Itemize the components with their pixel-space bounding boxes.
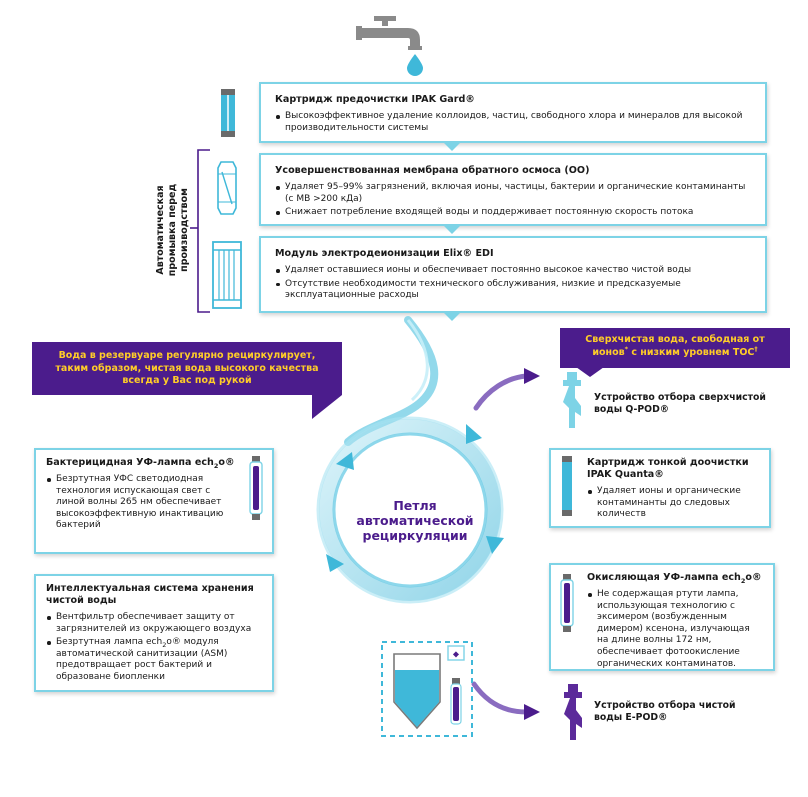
recirculation-loop	[316, 316, 504, 604]
storage-bullet: Вентфильтр обеспечивает защиту от загряз…	[46, 612, 262, 635]
ro-membrane-icon	[217, 161, 237, 215]
arrow-to-epod-icon	[471, 681, 540, 720]
quanta-title: Картридж тонкой доочистки IPAK Quanta®	[587, 457, 749, 480]
gard-cartridge-icon	[221, 89, 235, 137]
ultrapure-banner: Сверхчистая вода, свободная от ионов* с …	[560, 328, 790, 368]
epod-dispenser-icon	[564, 684, 582, 740]
storage-tank-icon: ◆	[381, 641, 473, 737]
storage-card: Интеллектуальная система хранения чистой…	[34, 574, 274, 692]
step-bullet: Удаляет оставшиеся ионы и обеспечивает п…	[275, 265, 751, 277]
oxid-lamp-bullet: Не содержащая ртути лампа, исполь­зующая…	[587, 589, 763, 670]
card-pointer	[442, 224, 462, 234]
step-title: Картридж предочистки IPAK Gard®	[275, 94, 475, 105]
quanta-cartridge-icon	[562, 456, 572, 516]
storage-bullet: Безртутная лампа ech2o® модуля автоматич…	[46, 637, 262, 683]
oxid-lamp-icon	[560, 574, 574, 632]
ultrapure-banner-text: Сверхчистая вода, свободная от ионов* с …	[585, 334, 765, 358]
uv-lamp-title: Бактерицидная УФ-лампа ech2o®	[46, 457, 235, 470]
step-card-ro-membrane: Усовершенствованная мембрана обратного о…	[259, 153, 767, 226]
card-pointer	[442, 141, 462, 151]
step-bullet: Снижает потребление входящей воды и подд…	[275, 207, 751, 219]
auto-flush-label: Автоматическая промывка перед производст…	[155, 183, 190, 277]
oxid-lamp-card: Окисляющая УФ-лампа ech2o® Не содержащая…	[549, 563, 775, 671]
svg-text:◆: ◆	[453, 650, 460, 659]
recirculation-banner: Вода в резервуаре регулярно рециркулируе…	[32, 342, 342, 395]
uv-lamp-icon	[249, 456, 263, 520]
uv-lamp-card: Бактерицидная УФ-лампа ech2o® Безртутная…	[34, 448, 274, 554]
faucet-icon	[356, 16, 423, 76]
oxid-lamp-title: Окисляющая УФ-лампа ech2o®	[587, 572, 762, 585]
step-bullet: Отсутствие необходимости технического об…	[275, 279, 751, 302]
quanta-card: Картридж тонкой доочистки IPAK Quanta® У…	[549, 448, 771, 528]
qpod-dispenser-icon	[563, 372, 581, 428]
step-title: Усовершенствованная мембрана обратного о…	[275, 165, 590, 176]
banner-pointer	[312, 395, 342, 419]
step-card-ipak-gard: Картридж предочистки IPAK Gard® Высокоэф…	[259, 82, 767, 143]
card-pointer	[442, 311, 462, 321]
quanta-bullet: Удаляет ионы и органические контаминанты…	[587, 486, 759, 521]
flush-bracket	[190, 149, 210, 313]
storage-title: Интеллектуальная система хранения чистой…	[46, 583, 254, 606]
step-card-elix-edi: Модуль электродеионизации Elix® EDI Удал…	[259, 236, 767, 313]
loop-label: Петля автоматической рециркуляции	[356, 498, 474, 543]
uv-lamp-bullet: Безртутная УФС светодиодная технология и…	[46, 474, 226, 532]
qpod-label: Устройство отбора сверхчистой воды Q-POD…	[594, 392, 766, 415]
banner-pointer	[576, 367, 604, 377]
step-title: Модуль электродеионизации Elix® EDI	[275, 248, 494, 259]
edi-module-icon	[212, 241, 242, 309]
epod-label: Устройство отбора чистой воды E-POD®	[594, 700, 736, 723]
arrow-to-qpod-icon	[473, 368, 540, 411]
step-bullet: Удаляет 95–99% загрязнений, включая ионы…	[275, 182, 751, 205]
step-bullet: Высокоэффективное удаление коллоидов, ча…	[275, 111, 751, 134]
